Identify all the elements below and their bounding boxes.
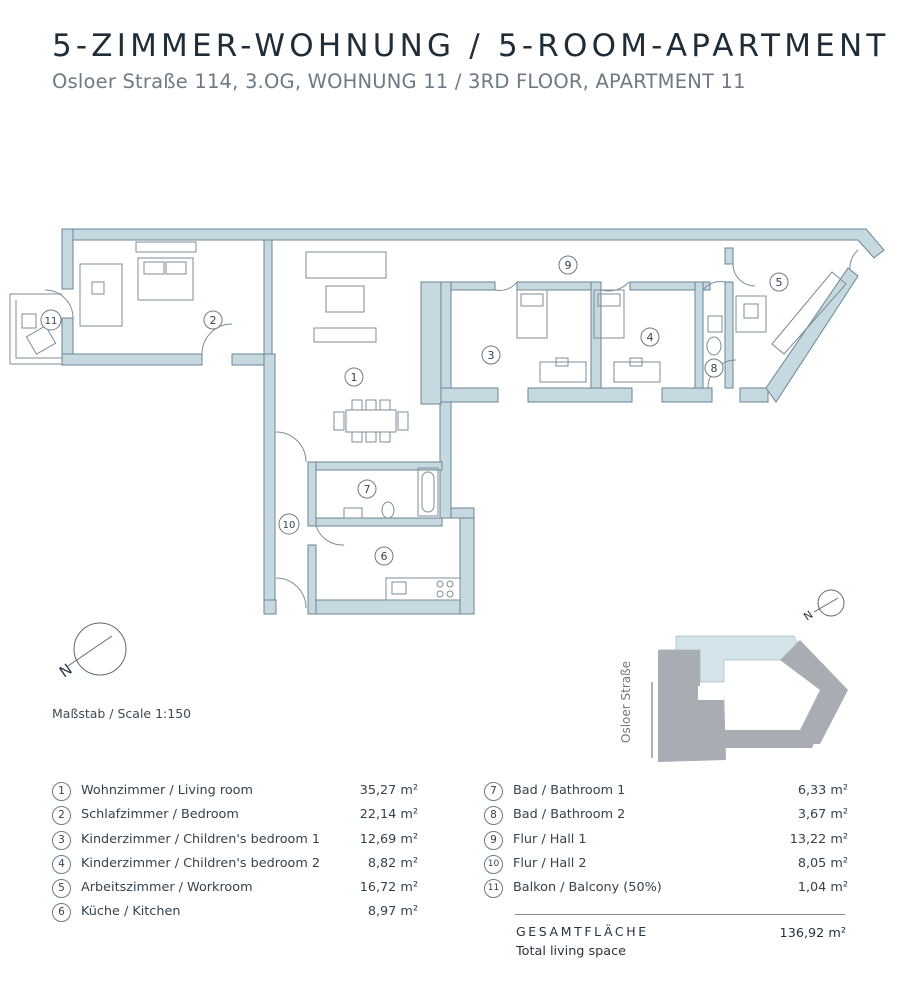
room-marker-10 <box>278 513 300 535</box>
legend-area: 16,72 m² <box>359 880 418 896</box>
north-arrow-small-icon: N <box>801 589 845 623</box>
legend-label: Bad / Bathroom 1 <box>513 783 626 798</box>
legend-label: Flur / Hall 1 <box>513 831 587 847</box>
room-marker-11-label: 11 <box>45 316 58 327</box>
total-divider <box>515 914 845 915</box>
legend-row: 11 Balkon / Balcony (50%) 1,04 m² <box>484 879 848 903</box>
legend-row: 9 Flur / Hall 1 13,22 m² <box>484 830 848 855</box>
legend-number: 7 <box>484 782 503 801</box>
north-arrow-icon: N <box>56 622 127 681</box>
legend-row: 3 Kinderzimmer / Children's bedroom 1 12… <box>52 830 418 855</box>
room-marker-5-label: 5 <box>776 276 783 289</box>
room-marker-3 <box>481 345 501 365</box>
room-marker-2-label: 2 <box>210 314 217 327</box>
legend-label: Bad / Bathroom 2 <box>513 807 626 823</box>
room-legend-right: 7 Bad / Bathroom 1 6,33 m² 8 Bad / Bathr… <box>484 782 848 903</box>
page-subtitle: Osloer Straße 114, 3.OG, WOHNUNG 11 / 3R… <box>52 70 746 93</box>
legend-number: 9 <box>484 830 503 850</box>
legend-row: 2 Schlafzimmer / Bedroom 22,14 m² <box>52 806 418 830</box>
legend-label: Kinderzimmer / Children's bedroom 1 <box>81 831 321 847</box>
legend-area: 35,27 m² <box>359 783 418 798</box>
legend-area: 12,69 m² <box>359 831 418 847</box>
room-marker-6 <box>374 546 394 566</box>
room-marker-6-label: 6 <box>381 550 388 563</box>
room-marker-1 <box>344 367 364 387</box>
scale-label: Maßstab / Scale 1:150 <box>52 706 192 721</box>
legend-area: 3,67 m² <box>797 807 848 823</box>
room-legend-left: 1 Wohnzimmer / Living room 35,27 m² 2 Sc… <box>52 782 418 928</box>
room-marker-11 <box>40 309 62 331</box>
legend-label: Kinderzimmer / Children's bedroom 2 <box>81 855 321 871</box>
room-marker-9 <box>558 255 578 275</box>
north-label-small: N <box>801 608 815 623</box>
legend-number: 8 <box>484 806 503 826</box>
legend-row: 8 Bad / Bathroom 2 3,67 m² <box>484 806 848 830</box>
total-value: 136,92 m² <box>779 926 846 941</box>
legend-row: 4 Kinderzimmer / Children's bedroom 2 8,… <box>52 854 418 879</box>
room-marker-3-label: 3 <box>488 349 495 362</box>
room-marker-1-label: 1 <box>351 371 358 384</box>
legend-row: 5 Arbeitszimmer / Workroom 16,72 m² <box>52 879 418 903</box>
page-title: 5-ZIMMER-WOHNUNG / 5-ROOM-APARTMENT <box>52 28 890 64</box>
legend-area: 13,22 m² <box>789 831 848 847</box>
legend-number: 2 <box>52 806 71 826</box>
total-label: GESAMTFLÄCHE <box>516 924 649 939</box>
legend-row: 6 Küche / Kitchen 8,97 m² <box>52 903 418 927</box>
legend-number: 6 <box>52 903 71 923</box>
legend-area: 8,97 m² <box>367 904 418 920</box>
legend-label: Balkon / Balcony (50%) <box>513 880 662 896</box>
legend-label: Arbeitszimmer / Workroom <box>81 880 253 896</box>
legend-label: Flur / Hall 2 <box>513 855 587 871</box>
room-marker-4-label: 4 <box>647 331 654 344</box>
legend-area: 8,82 m² <box>367 855 418 871</box>
street-label: Osloer Straße <box>619 660 633 743</box>
legend-area: 22,14 m² <box>359 807 418 823</box>
legend-number: 4 <box>52 854 71 874</box>
legend-label: Schlafzimmer / Bedroom <box>81 807 239 823</box>
legend-area: 1,04 m² <box>797 880 848 896</box>
legend-area: 8,05 m² <box>797 855 848 871</box>
legend-number: 3 <box>52 830 71 850</box>
room-marker-8-label: 8 <box>711 362 718 375</box>
furniture <box>21 241 847 601</box>
site-plan <box>651 635 848 762</box>
room-marker-7 <box>357 479 377 499</box>
legend-row: 10 Flur / Hall 2 8,05 m² <box>484 854 848 879</box>
legend-number: 11 <box>484 879 503 899</box>
room-marker-9-label: 9 <box>565 259 572 272</box>
legend-area: 6,33 m² <box>797 783 848 798</box>
total-sublabel: Total living space <box>516 944 627 959</box>
room-marker-10-label: 10 <box>283 520 296 531</box>
legend-number: 5 <box>52 879 71 899</box>
room-markers: 1 2 3 4 5 6 7 8 9 10 11 <box>40 255 789 566</box>
legend-label: Küche / Kitchen <box>81 904 181 920</box>
room-marker-8 <box>704 358 724 378</box>
room-marker-5 <box>769 272 789 292</box>
legend-row: 1 Wohnzimmer / Living room 35,27 m² <box>52 782 418 806</box>
room-marker-4 <box>640 327 660 347</box>
legend-label: Wohnzimmer / Living room <box>81 783 253 798</box>
legend-number: 10 <box>484 854 503 874</box>
room-marker-7-label: 7 <box>364 483 371 496</box>
legend-row: 7 Bad / Bathroom 1 6,33 m² <box>484 782 848 806</box>
walls <box>9 228 885 615</box>
room-marker-2 <box>203 310 223 330</box>
legend-number: 1 <box>52 782 71 801</box>
